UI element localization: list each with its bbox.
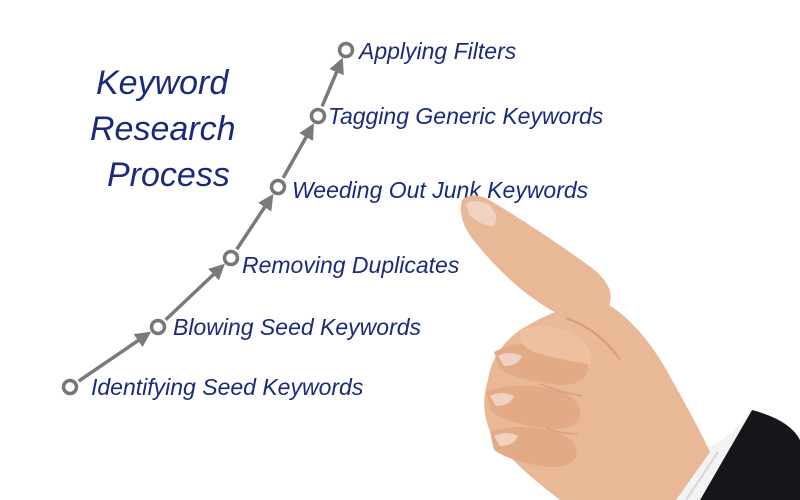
step-label-weeding-out-junk-keywords: Weeding Out Junk Keywords (292, 177, 589, 203)
step-node-3 (222, 249, 240, 267)
flow-arrow-5 (320, 57, 344, 108)
flow-arrow-2 (164, 263, 225, 322)
step-label-removing-duplicates: Removing Duplicates (242, 252, 460, 278)
step-node-6 (337, 41, 355, 59)
title-line-research: Research (90, 110, 236, 148)
step-label-blowing-seed-keywords: Blowing Seed Keywords (173, 314, 422, 340)
step-label-applying-filters: Applying Filters (359, 38, 517, 64)
node-group (61, 41, 355, 396)
step-label-tagging-generic-keywords: Tagging Generic Keywords (328, 103, 604, 129)
title-line-keyword: Keyword (96, 64, 229, 102)
title-line-process: Process (107, 156, 230, 194)
flow-arrow-4 (281, 123, 314, 179)
step-node-1 (61, 378, 79, 396)
flow-arrow-1 (77, 331, 152, 383)
step-node-4 (269, 178, 287, 196)
step-node-2 (149, 318, 167, 336)
flow-arrow-3 (235, 193, 274, 251)
step-node-5 (309, 107, 327, 125)
arrow-group (77, 57, 344, 383)
step-label-identifying-seed-keywords: Identifying Seed Keywords (91, 374, 364, 400)
